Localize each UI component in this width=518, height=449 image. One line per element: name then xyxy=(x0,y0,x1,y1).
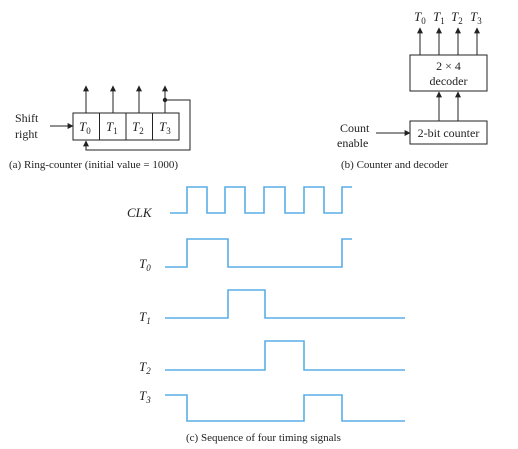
register-cell-t0: T0 xyxy=(79,119,91,136)
waveform-t3 xyxy=(165,394,405,422)
waveform-t2 xyxy=(165,340,405,371)
decoder-output-label-t3: T3 xyxy=(470,9,482,26)
timing-signals-panel: CLK T0 T1 T2 T3 (c) Sequence of four tim… xyxy=(127,186,405,444)
feedback-loop-wire xyxy=(83,99,191,151)
register-cell-t3: T3 xyxy=(159,119,171,136)
waveform-t0 xyxy=(165,238,352,268)
decoder-output-label-t2: T2 xyxy=(451,9,463,26)
register-cell-t2: T2 xyxy=(132,119,144,136)
ring-counter-caption: (a) Ring-counter (initial value = 1000) xyxy=(9,159,178,171)
counter-decoder-caption: (b) Counter and decoder xyxy=(341,159,449,171)
signal-label-clk: CLK xyxy=(127,205,153,220)
count-enable-label-line1: Count xyxy=(340,121,370,135)
waveform-group xyxy=(165,186,405,422)
decoder-label-line1: 2 × 4 xyxy=(436,59,461,73)
counter-decoder-panel: T0 T1 T2 T3 2 × 4 decoder 2-bit counter … xyxy=(337,9,488,171)
timing-caption: (c) Sequence of four timing signals xyxy=(186,432,341,444)
waveform-clk xyxy=(170,186,352,214)
shift-right-label-line1: Shift xyxy=(15,111,39,125)
shift-right-label-line2: right xyxy=(15,127,38,141)
decoder-box xyxy=(409,54,488,92)
decoder-output-label-t1: T1 xyxy=(433,9,445,26)
signal-label-t3: T3 xyxy=(139,388,151,405)
decoder-output-label-t0: T0 xyxy=(414,9,426,26)
ring-counter-panel: Shift right T0 T1 T2 T3 (a) Ring-counter… xyxy=(9,85,191,171)
waveform-t1 xyxy=(165,289,405,319)
signal-label-t0: T0 xyxy=(139,256,151,273)
decoder-label-line2: decoder xyxy=(430,74,468,88)
two-bit-counter-label: 2-bit counter xyxy=(418,126,480,140)
signal-label-t2: T2 xyxy=(139,359,151,376)
signal-label-t1: T1 xyxy=(139,309,151,326)
count-enable-label-line2: enable xyxy=(337,136,368,150)
register-cell-t1: T1 xyxy=(106,119,118,136)
